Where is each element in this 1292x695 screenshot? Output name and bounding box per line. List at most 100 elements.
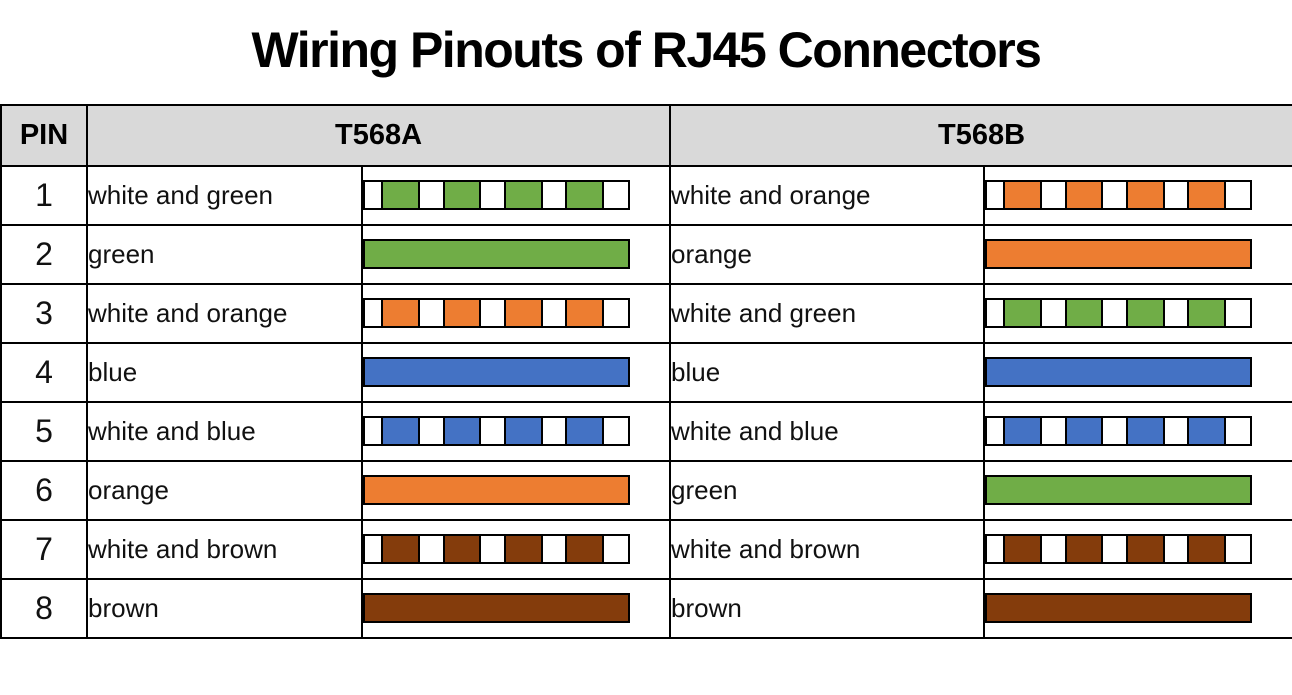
t568a-wire-label: white and blue: [86, 400, 363, 462]
stripe-white-segment: [1101, 180, 1128, 210]
pin-number: 5: [0, 400, 88, 462]
t568a-swatch-bar: [363, 416, 631, 446]
t568a-wire-label: white and orange: [86, 282, 363, 344]
stripe-color-segment: [1003, 416, 1043, 446]
column-header-t568a: T568A: [85, 103, 672, 167]
t568b-swatch-bar: [985, 180, 1253, 210]
stripe-white-segment: [540, 416, 568, 446]
stripe-color-segment: [503, 180, 543, 210]
stripe-color-segment: [1003, 534, 1043, 564]
stripe-white-segment: [418, 298, 445, 328]
stripe-white-segment: [1101, 416, 1128, 446]
t568b-swatch-cell: [983, 577, 1292, 639]
t568a-swatch-bar: [363, 180, 631, 210]
stripe-white-segment: [985, 298, 1006, 328]
stripe-white-segment: [601, 298, 631, 328]
t568a-wire-label: white and brown: [86, 518, 363, 580]
t568b-swatch-cell: [983, 341, 1292, 403]
stripe-white-segment: [985, 416, 1006, 446]
t568b-wire-label: blue: [669, 341, 986, 403]
stripe-color-segment: [1125, 180, 1165, 210]
stripe-color-segment: [1125, 416, 1165, 446]
t568b-swatch-bar: [985, 357, 1253, 387]
stripe-white-segment: [540, 180, 568, 210]
t568a-swatch-bar: [363, 534, 631, 564]
t568b-swatch-bar: [985, 298, 1253, 328]
stripe-color-segment: [1187, 298, 1226, 328]
stripe-white-segment: [479, 180, 506, 210]
stripe-white-segment: [363, 416, 384, 446]
t568a-wire-label: orange: [86, 459, 363, 521]
stripe-white-segment: [540, 534, 568, 564]
stripe-color-segment: [565, 534, 604, 564]
stripe-white-segment: [1101, 534, 1128, 564]
t568b-swatch-cell: [983, 164, 1292, 226]
stripe-white-segment: [1223, 534, 1253, 564]
stripe-white-segment: [479, 416, 506, 446]
stripe-color-segment: [381, 416, 421, 446]
stripe-white-segment: [601, 534, 631, 564]
t568a-swatch-bar: [363, 357, 630, 387]
stripe-color-segment: [1003, 180, 1043, 210]
t568a-swatch-bar: [363, 298, 631, 328]
stripe-white-segment: [1040, 298, 1067, 328]
stripe-color-segment: [1003, 298, 1043, 328]
stripe-white-segment: [985, 534, 1006, 564]
stripe-white-segment: [363, 534, 384, 564]
stripe-white-segment: [363, 180, 384, 210]
stripe-color-segment: [1125, 534, 1165, 564]
t568a-swatch-cell: [360, 341, 672, 403]
t568b-swatch-bar: [985, 534, 1253, 564]
stripe-white-segment: [479, 298, 506, 328]
stripe-white-segment: [1223, 416, 1253, 446]
column-header-pin: PIN: [0, 103, 88, 167]
stripe-color-segment: [565, 298, 604, 328]
t568b-wire-label: white and blue: [669, 400, 986, 462]
stripe-color-segment: [1187, 180, 1226, 210]
stripe-color-segment: [1064, 180, 1104, 210]
column-header-t568b: T568B: [669, 103, 1292, 167]
stripe-color-segment: [565, 416, 604, 446]
stripe-white-segment: [1162, 298, 1190, 328]
t568a-wire-label: green: [86, 223, 363, 285]
t568b-wire-label: white and orange: [669, 164, 986, 226]
stripe-white-segment: [1162, 416, 1190, 446]
t568b-wire-label: white and green: [669, 282, 986, 344]
stripe-color-segment: [1187, 416, 1226, 446]
t568b-swatch-cell: [983, 223, 1292, 285]
t568b-swatch-bar: [985, 239, 1253, 269]
stripe-white-segment: [1223, 298, 1253, 328]
pin-number: 4: [0, 341, 88, 403]
t568b-swatch-bar: [985, 416, 1253, 446]
stripe-color-segment: [1064, 534, 1104, 564]
stripe-white-segment: [418, 534, 445, 564]
stripe-white-segment: [1101, 298, 1128, 328]
stripe-white-segment: [1040, 416, 1067, 446]
t568b-swatch-bar: [985, 475, 1253, 505]
t568b-wire-label: brown: [669, 577, 986, 639]
stripe-color-segment: [565, 180, 604, 210]
t568a-swatch-bar: [363, 475, 630, 505]
stripe-white-segment: [601, 180, 631, 210]
pin-number: 8: [0, 577, 88, 639]
stripe-white-segment: [418, 416, 445, 446]
pin-number: 3: [0, 282, 88, 344]
stripe-white-segment: [1223, 180, 1253, 210]
stripe-white-segment: [1040, 534, 1067, 564]
t568b-swatch-cell: [983, 400, 1292, 462]
t568a-swatch-cell: [360, 459, 672, 521]
stripe-white-segment: [363, 298, 384, 328]
header-row: PIN T568A T568B: [0, 103, 1292, 167]
stripe-color-segment: [442, 534, 482, 564]
t568a-swatch-bar: [363, 593, 630, 623]
stripe-color-segment: [1187, 534, 1226, 564]
pin-number: 1: [0, 164, 88, 226]
t568a-swatch-cell: [360, 518, 672, 580]
